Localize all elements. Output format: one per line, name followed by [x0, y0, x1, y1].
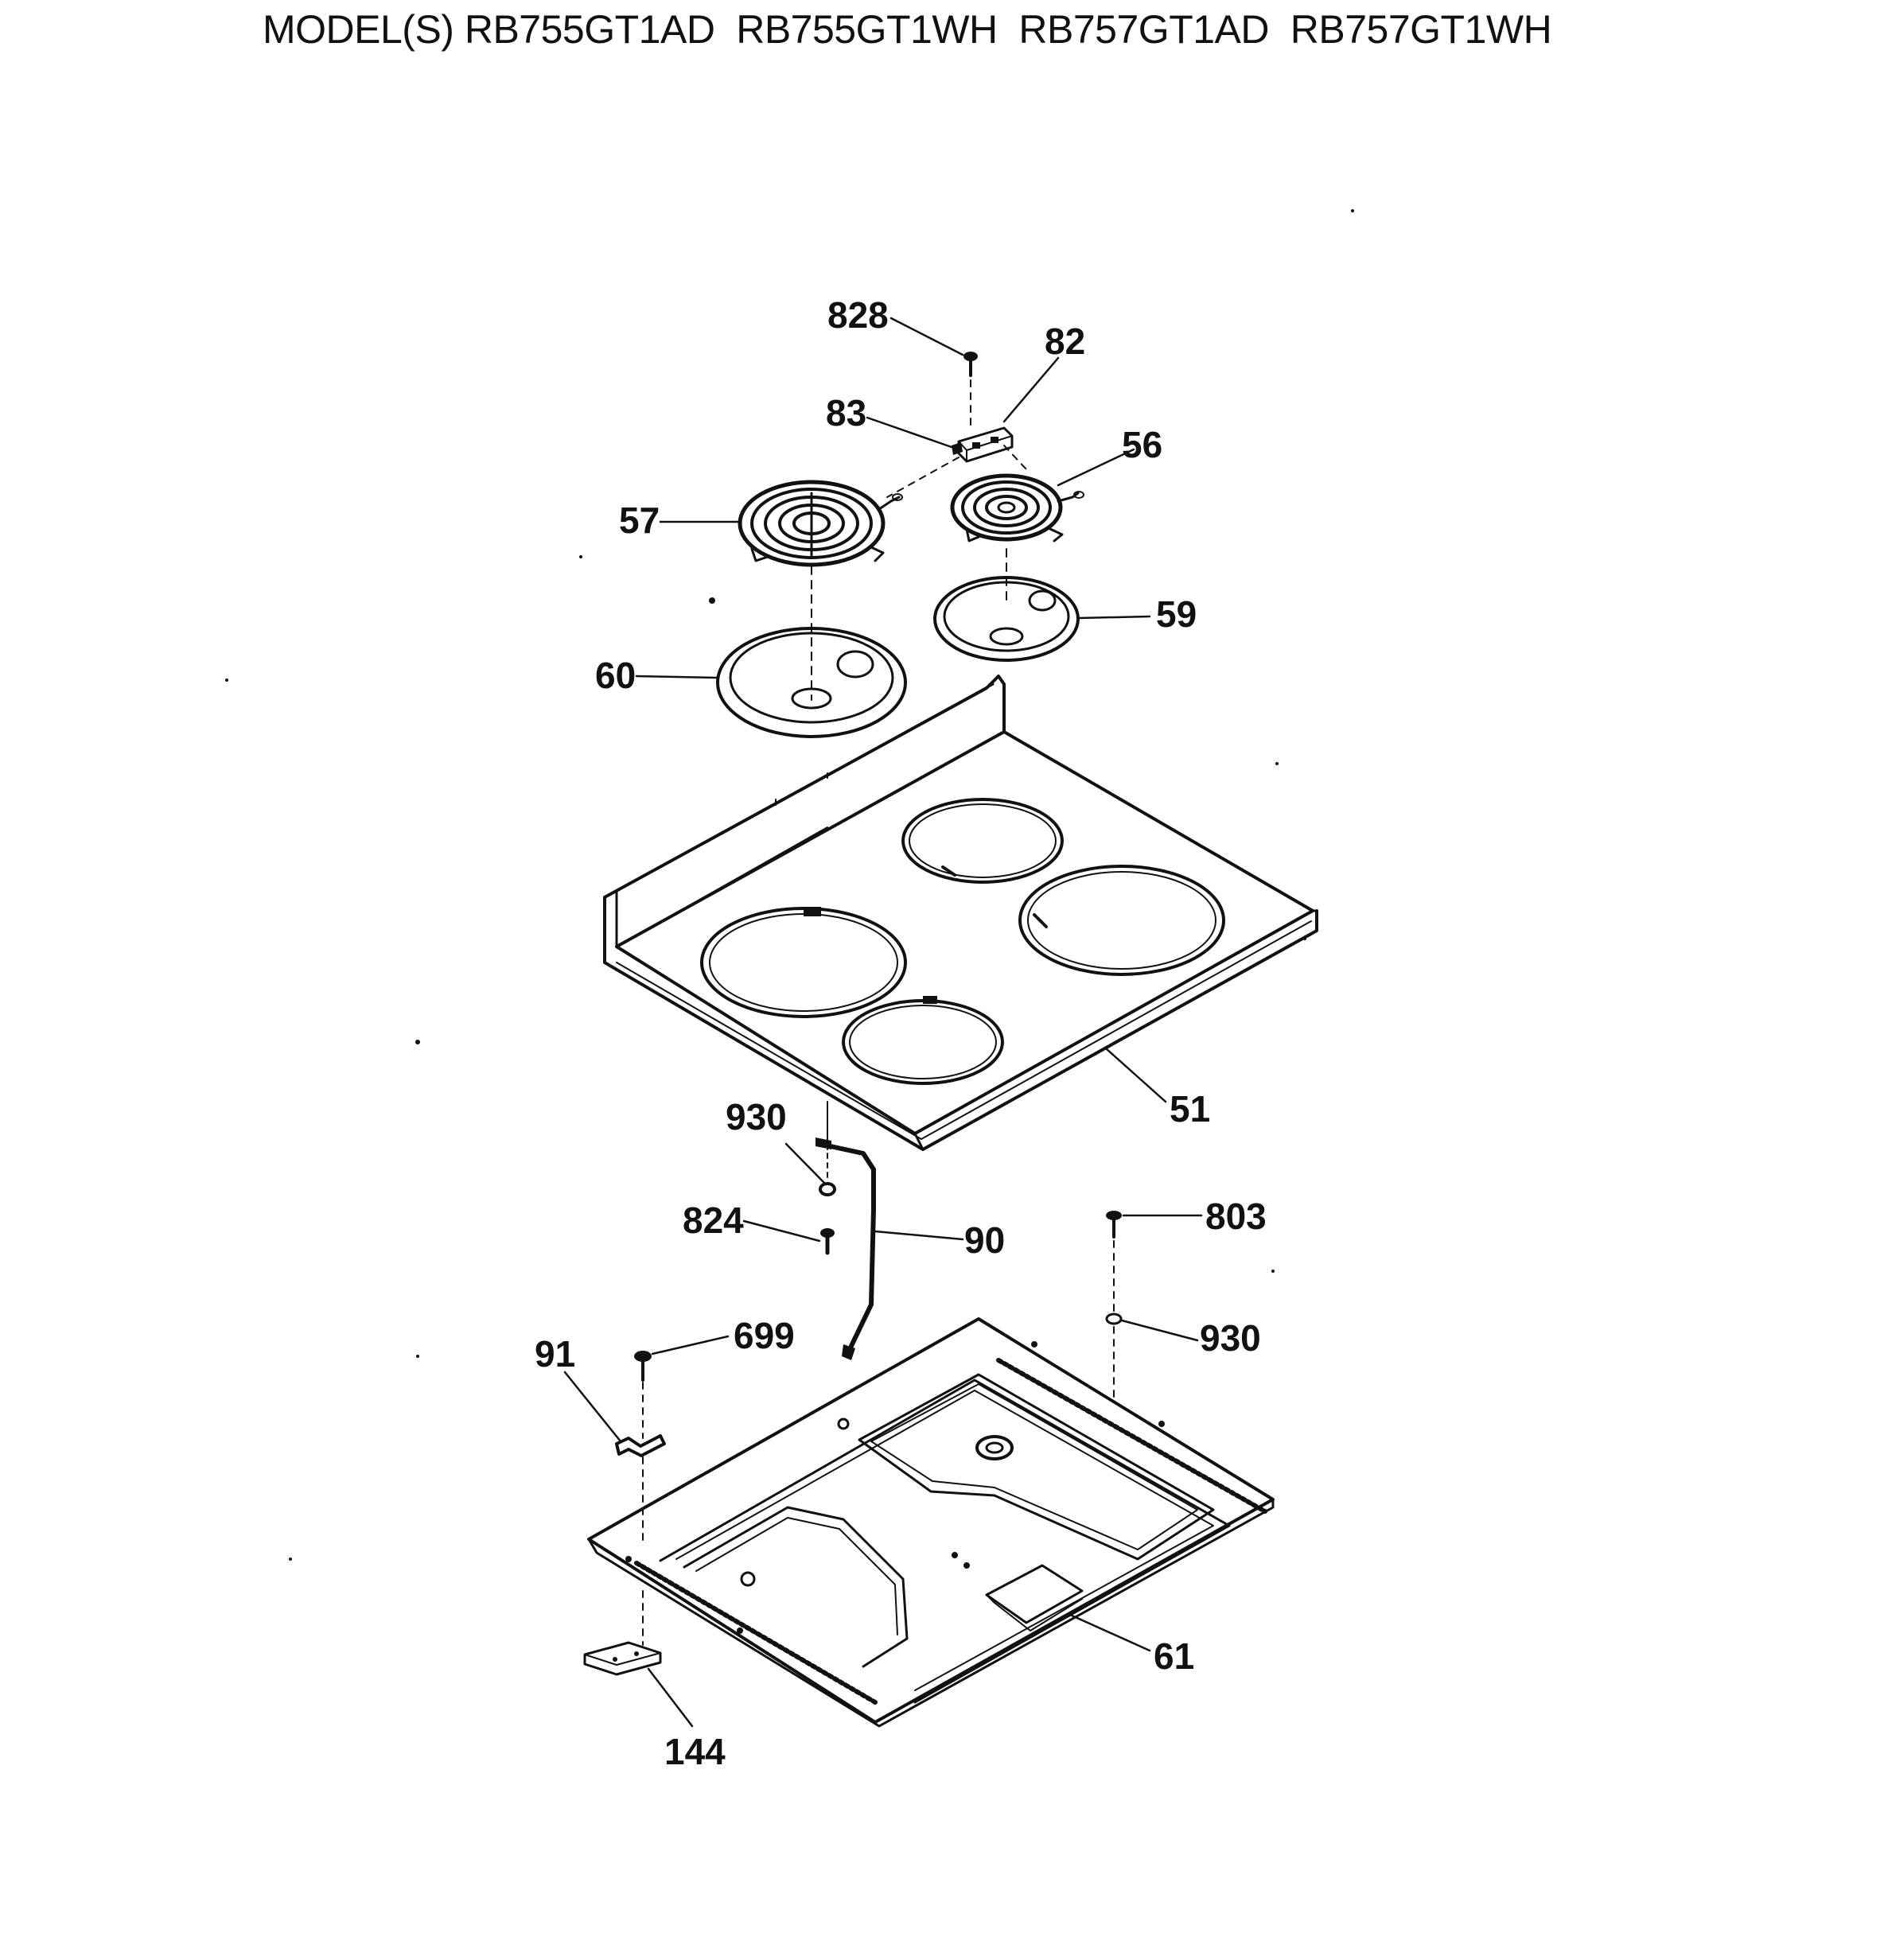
callout-930-lower: 930: [1200, 1317, 1261, 1359]
bracket-144: [583, 1641, 662, 1676]
callout-51: 51: [1170, 1088, 1210, 1130]
callout-83: 83: [826, 392, 866, 434]
clip-83: [952, 442, 963, 455]
callout-60: 60: [595, 655, 636, 696]
callout-803: 803: [1205, 1196, 1267, 1237]
screw-828: [963, 352, 978, 430]
washer-930-upper: [819, 1182, 836, 1196]
drip-pan-59: [933, 576, 1080, 662]
callout-828: 828: [827, 294, 889, 336]
support-rod-90: [815, 1138, 876, 1360]
callout-57: 57: [619, 500, 660, 541]
callout-930-upper: 930: [726, 1096, 787, 1138]
model-title: MODEL(S) RB755GT1AD RB755GT1WH RB757GT1A…: [263, 7, 1552, 52]
callout-61: 61: [1154, 1635, 1194, 1677]
callout-56: 56: [1122, 424, 1162, 465]
callout-59: 59: [1156, 593, 1197, 635]
callout-90: 90: [964, 1219, 1005, 1261]
washer-930-lower: [1105, 1312, 1123, 1325]
screw-699: [634, 1351, 652, 1382]
callout-82: 82: [1045, 321, 1085, 362]
callout-labels: 828 82 83 56 57 59 60 51 930 824 90 803 …: [535, 294, 1267, 1772]
callout-824: 824: [683, 1200, 744, 1241]
callout-144: 144: [664, 1731, 726, 1772]
wire-lead-right: [1003, 445, 1027, 470]
bracket-91: [615, 1434, 666, 1457]
screw-824: [820, 1228, 835, 1255]
burner-box-61: [587, 1317, 1275, 1728]
callout-91: 91: [535, 1333, 575, 1375]
screw-803: [1106, 1211, 1122, 1239]
large-surface-element-57: [738, 480, 903, 567]
scan-specks: [225, 209, 1354, 1561]
cooktop-51: [603, 675, 1318, 1151]
terminal-block-82: [957, 426, 1014, 463]
wire-lead-left: [886, 457, 960, 498]
small-surface-element-56: [950, 473, 1084, 542]
callout-699: 699: [734, 1315, 795, 1356]
leader-lines: [563, 317, 1203, 1728]
drip-pan-60: [716, 627, 907, 738]
